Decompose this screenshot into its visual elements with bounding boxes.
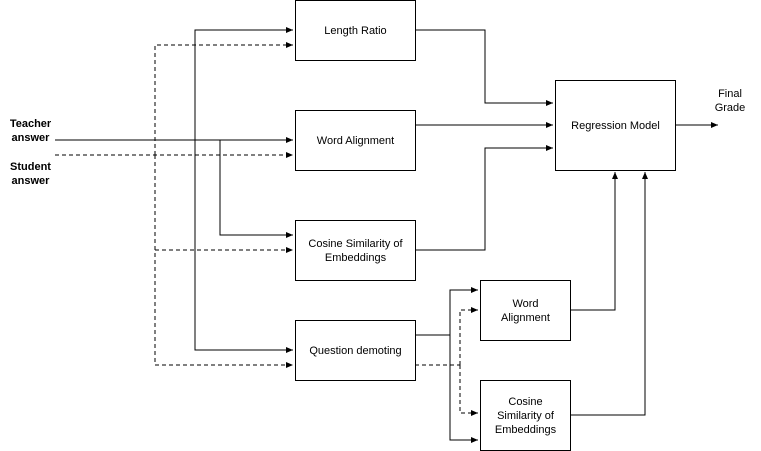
- regression-model-label: Regression Model: [571, 119, 660, 132]
- word-alignment-2-to-regression: [570, 172, 618, 311]
- student-to-length-ratio: [154, 42, 293, 155]
- cosine-to-regression: [415, 145, 553, 251]
- qd-dashed-to-word-alignment-2: [459, 307, 478, 365]
- word-alignment-2-box: Word Alignment: [480, 280, 571, 341]
- word-alignment-box: Word Alignment: [295, 110, 416, 171]
- cosine-similarity-box: Cosine Similarity of Embeddings: [295, 220, 416, 281]
- cosine-similarity-label: Cosine Similarity of Embeddings: [308, 237, 403, 264]
- qd-dashed-to-cosine-2: [459, 365, 478, 416]
- teacher-answer-label: Teacher answer: [9, 118, 52, 144]
- teacher-to-length-ratio: [194, 27, 293, 140]
- qd-to-word-alignment-2: [415, 287, 478, 336]
- regression-model-box: Regression Model: [555, 80, 676, 171]
- word-alignment-label: Word Alignment: [316, 134, 395, 147]
- word-alignment-2-label: Word Alignment: [501, 297, 550, 324]
- cosine-similarity-2-label: Cosine Similarity of Embeddings: [494, 395, 557, 436]
- student-answer-label: Student answer: [10, 161, 51, 187]
- length-ratio-label: Length Ratio: [324, 24, 387, 37]
- question-demoting-label: Question demoting: [309, 344, 402, 357]
- final-grade-label: Final Grade: [714, 88, 746, 114]
- length-ratio-box: Length Ratio: [295, 0, 416, 61]
- teacher-to-cosine: [219, 140, 293, 238]
- length-ratio-to-regression: [415, 29, 553, 106]
- teacher-to-question-demoting: [194, 140, 293, 353]
- qd-to-cosine-2: [449, 335, 478, 443]
- cosine-similarity-2-box: Cosine Similarity of Embeddings: [480, 380, 571, 451]
- cosine-2-to-regression: [570, 172, 648, 416]
- question-demoting-box: Question demoting: [295, 320, 416, 381]
- student-to-question-demoting: [154, 155, 293, 368]
